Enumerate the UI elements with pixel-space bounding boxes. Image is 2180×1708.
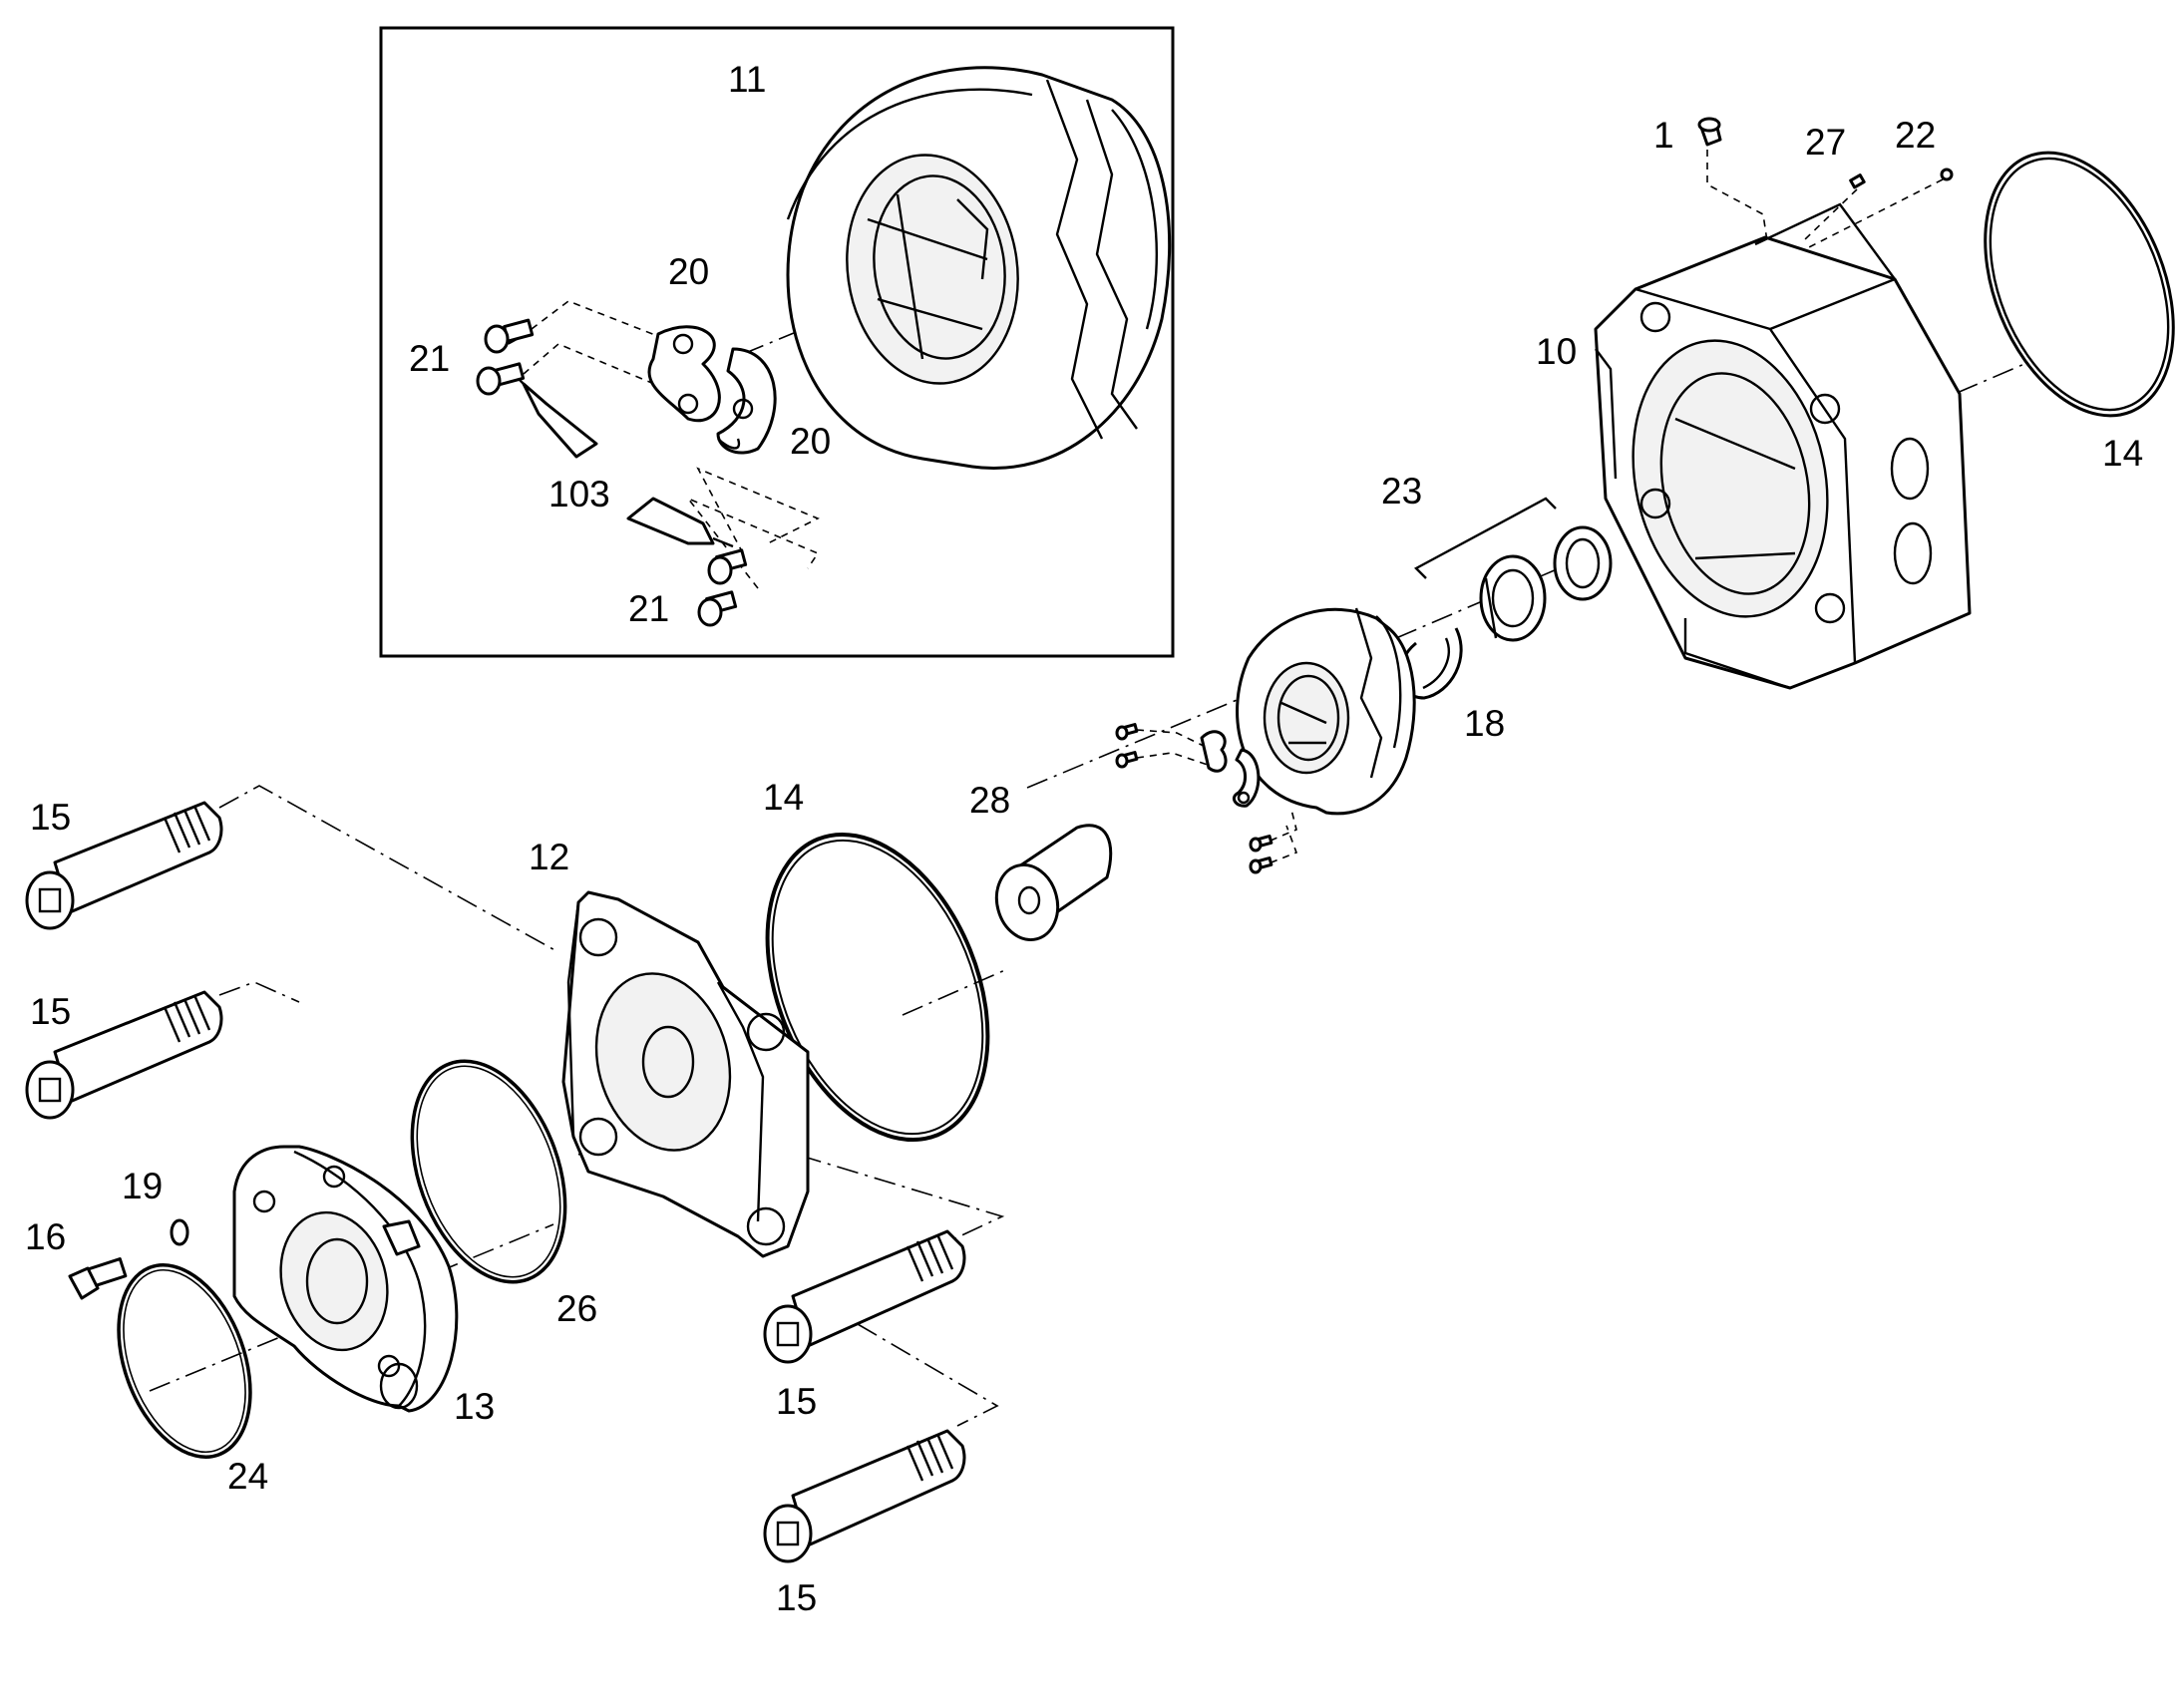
label-19: 19 — [122, 1166, 163, 1206]
label-27: 27 — [1805, 122, 1846, 163]
label-13: 13 — [454, 1386, 495, 1427]
o-ring-flange — [410, 1059, 567, 1284]
inset-frame — [379, 26, 1175, 658]
adhesive-tube-lower — [626, 497, 734, 548]
washer — [170, 1218, 189, 1246]
cover-plate — [561, 890, 810, 1258]
bolt-left-upper — [25, 801, 223, 930]
housing-small-pin — [1940, 168, 1954, 181]
bolt-bottom-upper — [763, 1229, 966, 1364]
bolt-bottom-lower — [763, 1429, 966, 1563]
bolt-left-lower — [25, 990, 223, 1120]
label-16: 16 — [25, 1216, 66, 1257]
screw-pair-lower — [697, 548, 748, 627]
label-20-lower: 20 — [790, 421, 831, 462]
pump-housing — [1594, 202, 1972, 690]
part-labels: 1 27 22 10 14 23 18 11 20 21 20 103 21 1… — [25, 59, 2143, 1618]
label-103: 103 — [548, 474, 610, 514]
label-15-b: 15 — [30, 991, 71, 1032]
retaining-ring — [117, 1263, 252, 1459]
retainer-pair-small — [1200, 730, 1261, 808]
label-15-a: 15 — [30, 797, 71, 838]
shaft-sleeve — [994, 824, 1113, 942]
housing-vent-pin — [1849, 173, 1866, 189]
label-23: 23 — [1381, 471, 1422, 512]
impeller-detail-inset — [379, 26, 1175, 658]
label-11: 11 — [728, 59, 766, 100]
label-14-bottom: 14 — [763, 777, 804, 818]
label-14-top: 14 — [2102, 433, 2143, 474]
retainer-pair-inset — [647, 325, 777, 455]
label-15-d: 15 — [776, 1577, 817, 1618]
impeller-small — [1236, 607, 1416, 816]
flange-screw — [68, 1257, 128, 1300]
label-26: 26 — [556, 1288, 597, 1329]
label-18: 18 — [1464, 703, 1505, 744]
label-24: 24 — [227, 1456, 268, 1497]
label-22: 22 — [1895, 115, 1936, 156]
housing-plug-screw — [1697, 117, 1722, 147]
tiny-screw-set — [1115, 723, 1273, 874]
label-21-upper: 21 — [409, 338, 450, 379]
label-20-upper: 20 — [668, 251, 709, 292]
screw-pair-upper — [476, 318, 535, 396]
label-1: 1 — [1653, 115, 1674, 156]
adhesive-tube-upper — [518, 378, 598, 459]
label-28: 28 — [969, 780, 1010, 821]
flange-plate — [232, 1145, 459, 1413]
label-21-lower: 21 — [628, 588, 669, 629]
o-ring-cover — [765, 832, 990, 1143]
o-ring-housing — [1984, 151, 2175, 418]
impeller-large — [786, 66, 1172, 470]
label-12: 12 — [529, 837, 569, 877]
bearing-set — [1479, 525, 1613, 642]
label-10: 10 — [1536, 331, 1577, 372]
label-15-c: 15 — [776, 1381, 817, 1422]
